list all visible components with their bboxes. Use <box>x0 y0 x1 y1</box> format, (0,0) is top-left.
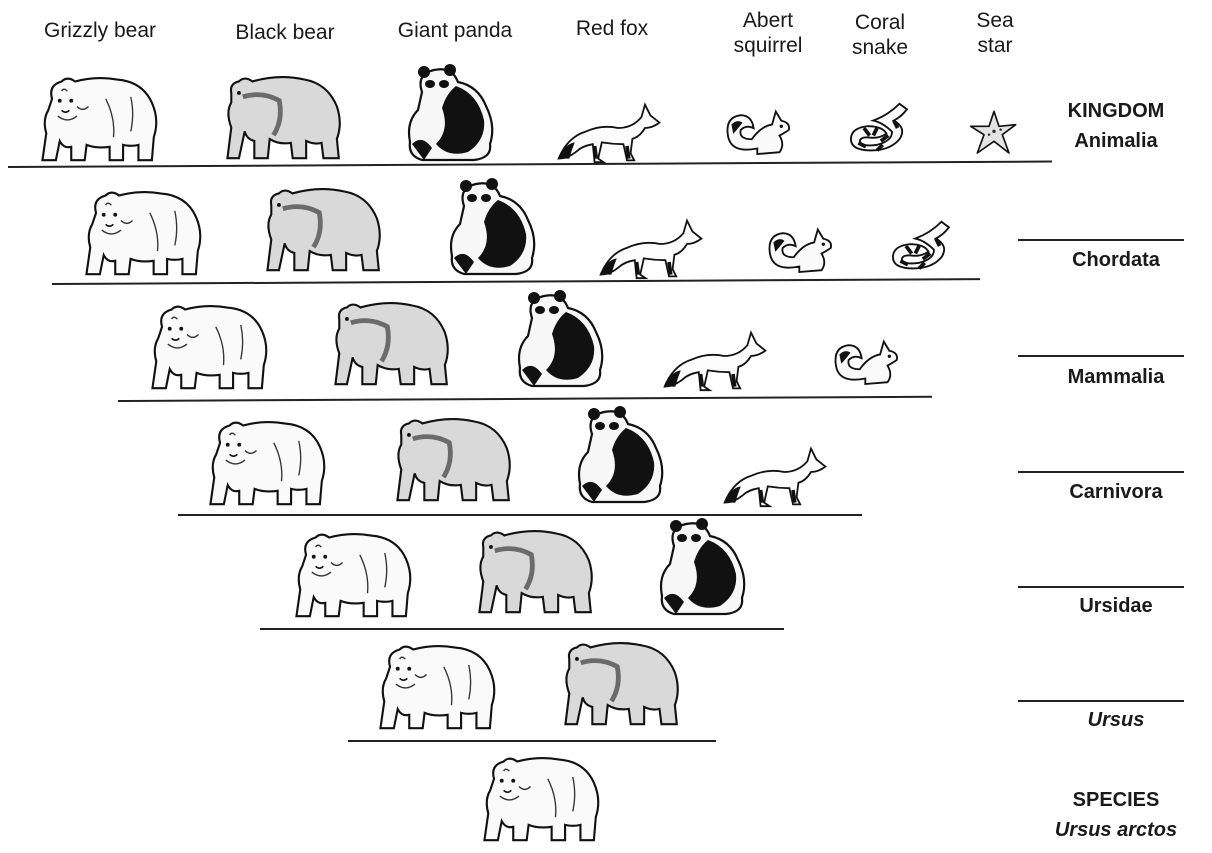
black-bear-icon <box>474 522 602 618</box>
red-fox-icon <box>594 208 708 280</box>
column-label-giant-panda: Giant panda <box>375 18 535 43</box>
rank-divider <box>1018 471 1184 473</box>
giant-panda-icon <box>572 406 672 506</box>
row-ground-line <box>348 740 716 742</box>
rank-name: Ursus <box>1016 705 1212 735</box>
column-label-grizzly-bear: Grizzly bear <box>20 18 180 43</box>
rank-label-kingdom: KINGDOM Animalia <box>1016 96 1212 156</box>
rank-divider <box>1018 700 1184 702</box>
row-ground-line <box>118 396 932 402</box>
abert-squirrel-icon <box>766 220 840 276</box>
rank-label-order: Carnivora <box>1016 477 1212 507</box>
column-label-abert-squirrel: Abert squirrel <box>718 8 818 58</box>
coral-snake-icon <box>844 100 912 156</box>
rank-divider <box>1018 239 1184 241</box>
row-ground-line <box>260 628 784 630</box>
red-fox-icon <box>718 436 832 508</box>
giant-panda-icon <box>444 178 544 278</box>
giant-panda-icon <box>654 518 754 618</box>
rank-divider <box>1018 586 1184 588</box>
black-bear-icon <box>560 634 688 730</box>
column-label-sea-star: Sea star <box>950 8 1040 58</box>
grizzly-bear-icon <box>146 298 276 394</box>
rank-name: Ursus arctos <box>1016 815 1212 845</box>
rank-label-class: Mammalia <box>1016 362 1212 392</box>
red-fox-icon <box>658 320 772 392</box>
rank-title: SPECIES <box>1016 785 1212 815</box>
rank-name: Chordata <box>1016 245 1212 275</box>
grizzly-bear-icon <box>36 70 166 166</box>
rank-name: Carnivora <box>1016 477 1212 507</box>
black-bear-icon <box>330 294 458 390</box>
rank-name: Ursidae <box>1016 591 1212 621</box>
grizzly-bear-icon <box>478 750 608 846</box>
abert-squirrel-icon <box>832 332 906 388</box>
rank-title: KINGDOM <box>1016 96 1212 126</box>
rank-label-species: SPECIES Ursus arctos <box>1016 785 1212 845</box>
column-label-red-fox: Red fox <box>542 16 682 41</box>
giant-panda-icon <box>402 64 502 164</box>
abert-squirrel-icon <box>724 102 798 158</box>
black-bear-icon <box>222 68 350 164</box>
grizzly-bear-icon <box>290 526 420 622</box>
red-fox-icon <box>552 92 666 164</box>
sea-star-icon <box>966 108 1022 158</box>
column-label-coral-snake: Coral snake <box>835 10 925 60</box>
grizzly-bear-icon <box>374 638 504 734</box>
grizzly-bear-icon <box>204 414 334 510</box>
rank-label-family: Ursidae <box>1016 591 1212 621</box>
coral-snake-icon <box>886 218 954 274</box>
black-bear-icon <box>392 410 520 506</box>
giant-panda-icon <box>512 290 612 390</box>
rank-label-genus: Ursus <box>1016 705 1212 735</box>
grizzly-bear-icon <box>80 184 210 280</box>
rank-name: Animalia <box>1016 126 1212 156</box>
rank-label-phylum: Chordata <box>1016 245 1212 275</box>
row-ground-line <box>178 514 862 516</box>
rank-name: Mammalia <box>1016 362 1212 392</box>
rank-divider <box>1018 355 1184 357</box>
column-label-black-bear: Black bear <box>205 20 365 45</box>
black-bear-icon <box>262 180 390 276</box>
